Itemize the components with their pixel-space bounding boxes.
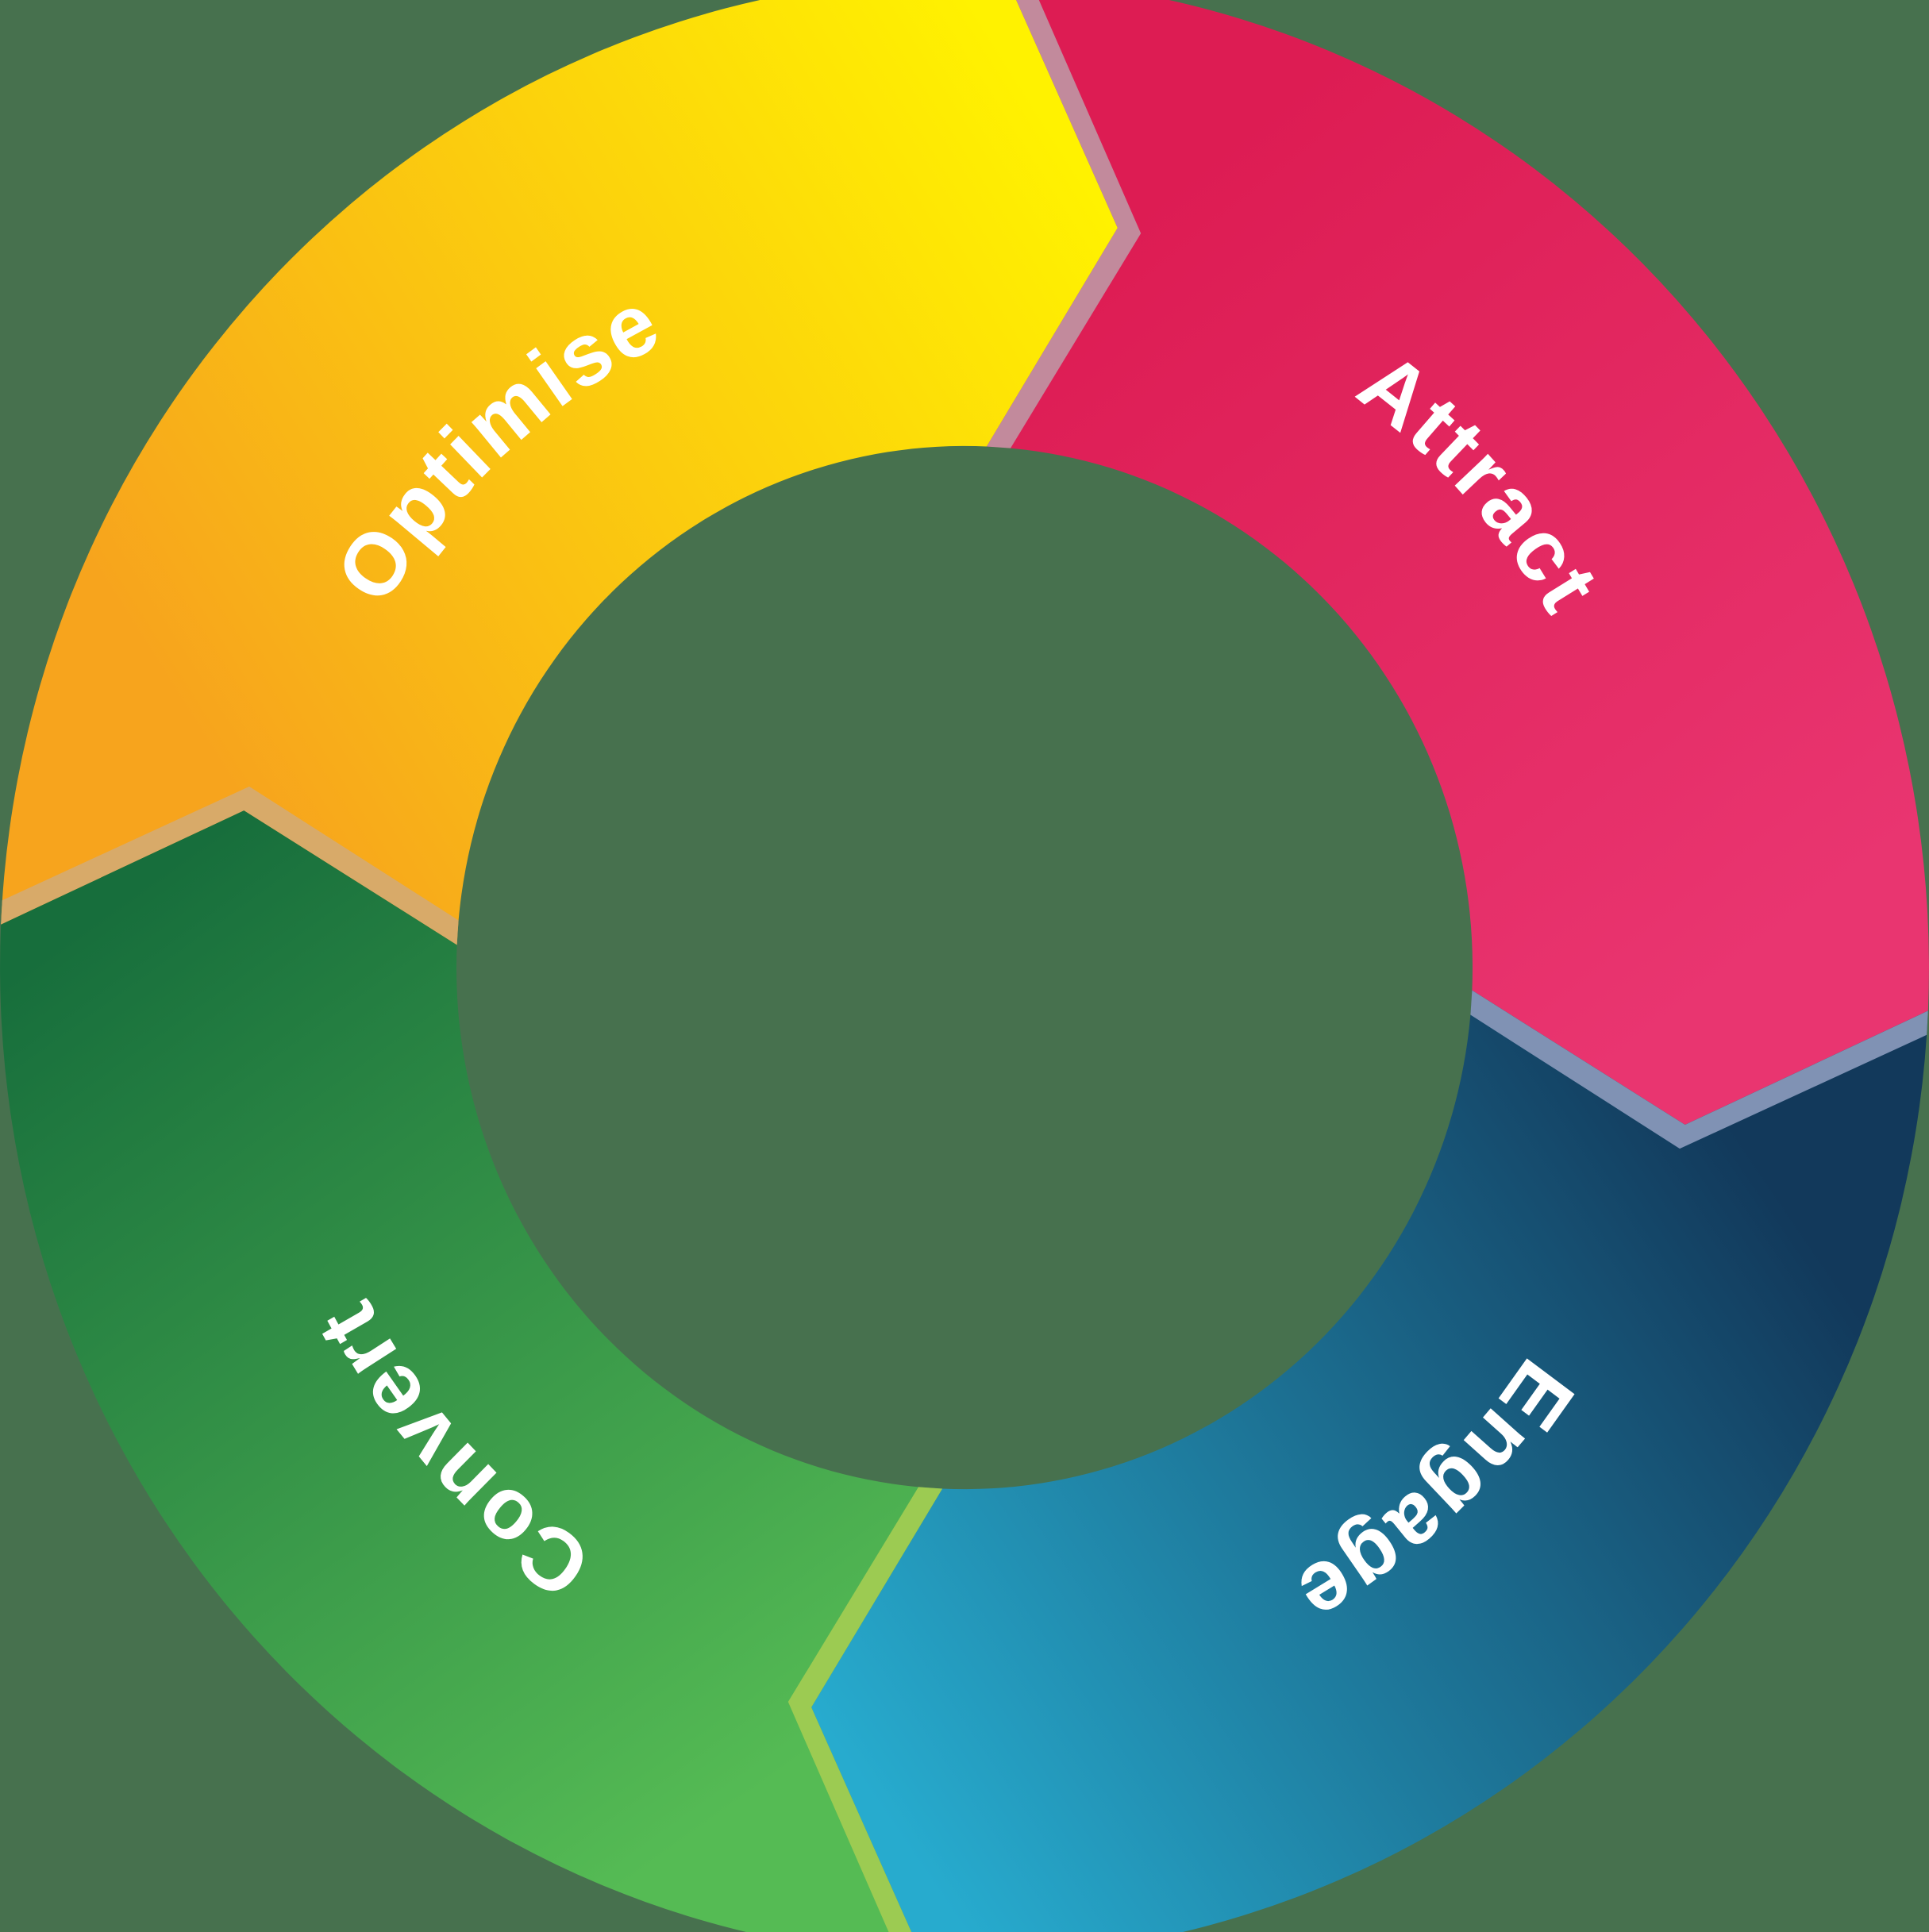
junction-shadow-right	[1470, 990, 1928, 1149]
segment-optimise-arrow	[1, 0, 1118, 945]
junction-shadow-bottom	[787, 1487, 943, 1932]
segment-attract-arrow	[986, 0, 1929, 1126]
junction-shadow-top	[986, 0, 1142, 448]
segment-engage-arrow	[811, 990, 1928, 1932]
junction-shadow-left	[1, 786, 459, 945]
segment-convert-arrow	[0, 810, 943, 1932]
